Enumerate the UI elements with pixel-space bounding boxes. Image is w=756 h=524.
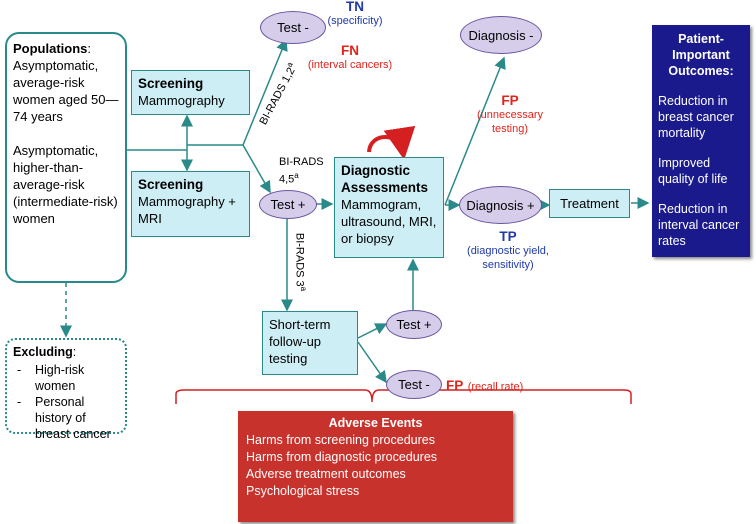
fp-top-sub: (unnecessary testing): [476, 109, 544, 135]
fp-top-label: FP (unnecessary testing): [470, 94, 550, 136]
fp-bottom-sub: (recall rate): [467, 381, 524, 393]
tp-title: TP: [499, 229, 517, 244]
screening-title: Screening: [138, 177, 204, 192]
screening-body: Mammography: [138, 93, 225, 108]
diagnostic-body: Mammogram, ultrasound, MRI, or biopsy: [341, 197, 437, 246]
screening-mammography-mri-box: Screening Mammography + MRI: [131, 171, 250, 237]
birads-3-label: BI-RADS 3a: [293, 232, 308, 292]
excluding-item: Personal history of breast cancer: [13, 394, 119, 442]
adverse-item: Harms from screening procedures: [246, 433, 435, 447]
tp-label: TP (diagnostic yield, sensitivity): [458, 230, 558, 272]
fn-label: FN (interval cancers): [300, 44, 400, 72]
adverse-item: Adverse treatment outcomes: [246, 467, 406, 481]
outcomes-heading: Patient-Important Outcomes:: [668, 32, 734, 78]
higher-risk-text: Asymptomatic, higher-than-average-risk (…: [13, 143, 118, 226]
populations-heading: Populations: [13, 41, 88, 56]
excluding-item: High-risk women: [13, 362, 119, 394]
fp-bottom-label: FP (recall rate): [446, 377, 566, 395]
arrow-to-test-neg: [242, 38, 288, 146]
average-risk-text: Asymptomatic, average-risk women aged 50…: [13, 58, 119, 124]
outcome-item: Reduction in interval cancer rates: [658, 202, 740, 248]
outcome-item: Improved quality of life: [658, 156, 728, 186]
test-positive-mid: Test +: [259, 190, 317, 219]
test-negative-top: Test -: [260, 11, 326, 44]
adverse-item: Psychological stress: [246, 484, 360, 498]
outcome-item: Reduction in breast cancer mortality: [658, 94, 734, 140]
tn-label: TN (specificity): [310, 0, 400, 28]
adverse-brace: [175, 389, 632, 404]
treatment-box: Treatment: [549, 189, 630, 218]
screening-body: Mammography + MRI: [138, 194, 236, 226]
diagnosis-positive: Diagnosis +: [459, 186, 542, 224]
adverse-heading: Adverse Events: [328, 416, 423, 430]
tp-sub: (diagnostic yield, sensitivity): [467, 245, 549, 271]
tn-sub: (specificity): [327, 15, 383, 27]
populations-box: Populations: Asymptomatic, average-risk …: [5, 32, 127, 283]
screening-mammography-box: Screening Mammography: [131, 70, 250, 115]
diagnostic-assessments-box: Diagnostic Assessments Mammogram, ultras…: [334, 157, 444, 258]
test-negative-low: Test -: [386, 370, 442, 399]
fp-top-title: FP: [501, 93, 519, 108]
excluding-heading: Excluding: [13, 345, 73, 359]
arrow-to-test-pos: [242, 144, 271, 194]
test-positive-low: Test +: [386, 310, 442, 339]
birads-45-label: BI-RADS 4,5a: [279, 156, 324, 186]
adverse-item: Harms from diagnostic procedures: [246, 450, 438, 464]
diagnostic-title: Diagnostic Assessments: [341, 163, 429, 195]
tn-title: TN: [346, 0, 364, 14]
adverse-events-box: Adverse Events Harms from screening proc…: [238, 411, 513, 522]
screening-title: Screening: [138, 76, 204, 91]
fn-title: FN: [341, 43, 359, 58]
short-term-follow-up-box: Short-term follow-up testing: [262, 311, 358, 375]
excluding-box: Excluding: High-risk women Personal hist…: [5, 338, 127, 441]
fp-bottom-title: FP: [446, 378, 464, 393]
repeat-curve-arrow: [367, 125, 416, 160]
diagnosis-negative: Diagnosis -: [460, 16, 542, 54]
patient-important-outcomes-box: Patient-Important Outcomes: Reduction in…: [652, 25, 750, 257]
fn-sub: (interval cancers): [307, 59, 393, 71]
